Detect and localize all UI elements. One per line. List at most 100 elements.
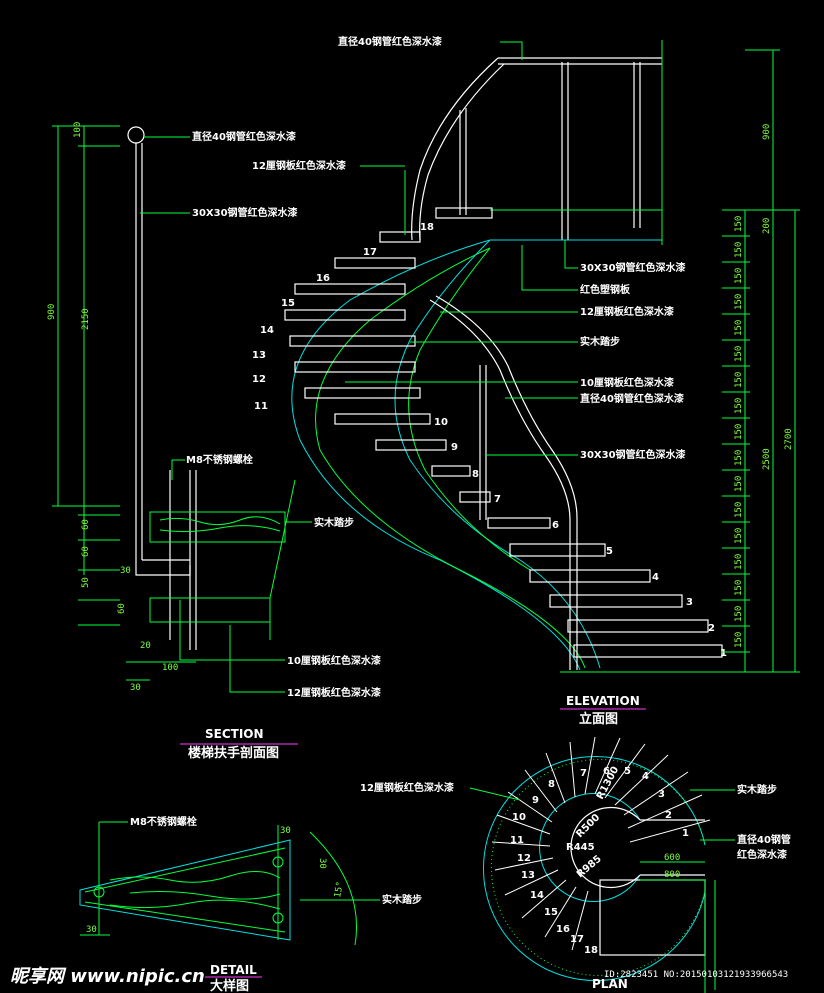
edim-7: 150 [734,372,744,388]
watermark-brand: 昵享网 www.nipic.cn [10,966,205,987]
edim-11: 150 [734,476,744,492]
elevation-view: 1 2 3 4 5 6 7 8 9 10 11 12 13 14 15 16 1… [252,35,800,727]
edim-18: 200 [762,218,772,234]
label-elev-pipe40: 直径40钢管红色深水漆 [580,392,684,405]
plan-num-3: 3 [658,789,665,800]
step-num-15: 15 [281,298,295,309]
label-elev-plate10: 10厘钢板红色深水漆 [580,376,674,389]
plan-num-6: 6 [603,766,610,777]
wood-step-lower [149,597,271,623]
label-plate10-section: 10厘钢板红色深水漆 [287,654,381,667]
dim-60b: 60 [81,546,91,557]
tread-2 [567,619,709,633]
dim-50: 50 [81,577,91,588]
edim-2500: 2500 [762,448,772,470]
dim-900: 900 [47,304,57,320]
edim-8: 150 [734,398,744,414]
dim-r500: R500 [574,812,602,840]
edim-15: 150 [734,580,744,596]
plan-num-11: 11 [510,835,524,846]
tread-13 [289,335,416,347]
tread-6 [487,517,551,529]
dim-30b: 30 [130,683,141,693]
label-elev-wood: 实木踏步 [580,335,620,348]
edim-3: 150 [734,268,744,284]
watermark-id: ID:2823451 NO:20150103121933966543 [604,970,788,980]
title-detail-en: DETAIL [210,963,257,977]
plan-num-14: 14 [530,890,544,901]
label-plan-wood: 实木踏步 [737,783,777,796]
tread-17 [379,231,421,243]
plan-num-17: 17 [570,934,584,945]
plan-num-16: 16 [556,924,570,935]
title-elevation-cn: 立面图 [579,711,618,727]
dim-r445: R445 [566,842,595,853]
title-elevation-en: ELEVATION [566,694,640,708]
edim-10: 150 [734,450,744,466]
title-section-cn: 楼梯扶手剖面图 [188,745,279,761]
edim-2: 150 [734,242,744,258]
dim-800: 800 [664,870,680,880]
plan-num-2: 2 [665,810,672,821]
detail-dim-30a: 30 [280,826,291,836]
title-section-en: SECTION [205,727,264,741]
dim-60c: 60 [117,603,127,614]
label-bolt: M8不锈钢螺栓 [186,453,253,466]
dim-20: 20 [140,641,151,651]
detail-dim-15deg: 15° [333,881,346,899]
step-num-1: 1 [720,648,727,659]
edim-13: 150 [734,528,744,544]
title-plan-en: PLAN [592,977,628,991]
label-plan-pipe-a: 直径40钢管 [737,833,791,846]
plan-num-1: 1 [682,828,689,839]
edim-12: 150 [734,502,744,518]
plan-num-8: 8 [548,779,555,790]
edim-5: 150 [734,320,744,336]
plan-num-15: 15 [544,907,558,918]
label-section-pipe: 直径40钢管红色深水漆 [192,130,296,143]
edim-16: 150 [734,606,744,622]
tread-14 [284,309,406,321]
tread-7 [459,491,491,503]
tread-10 [334,413,431,425]
plan-num-10: 10 [512,812,526,823]
dim-2150: 2150 [81,308,91,330]
plan-num-18: 18 [584,945,598,956]
label-tube30: 30X30钢管红色深水漆 [192,206,298,219]
step-num-5: 5 [606,546,613,557]
edim-17: 150 [734,632,744,648]
tread-15 [294,283,406,295]
label-elev-tube30: 30X30钢管红色深水漆 [580,261,686,274]
step-num-16: 16 [316,273,330,284]
tread-5 [509,543,606,557]
edim-2700: 2700 [784,428,794,450]
tread-3 [549,594,683,608]
plan-num-12: 12 [517,853,531,864]
label-top-pipe: 直径40钢管红色深水漆 [338,35,442,48]
step-num-12: 12 [252,374,266,385]
plan-outer-arc [483,756,706,981]
title-detail-cn: 大样图 [210,978,249,993]
plan-num-9: 9 [532,795,539,806]
section-view: 100 2150 900 60 60 50 60 30 20 100 30 直径… [47,122,381,761]
edim-1: 150 [734,216,744,232]
step-num-18: 18 [420,222,434,233]
tread-18 [435,207,493,219]
detail-dim-30b: 30 [317,858,327,869]
label-wood-section: 实木踏步 [314,516,354,529]
detail-view: M8不锈钢螺栓 30 30 15° 实木踏步 30 DETAIL 大样图 [79,815,422,993]
step-num-4: 4 [652,572,659,583]
tread-11 [304,387,421,399]
dim-30: 30 [120,566,131,576]
step-num-10: 10 [434,417,448,428]
step-num-6: 6 [552,520,559,531]
edim-6: 150 [734,346,744,362]
dim-600: 600 [664,853,680,863]
label-plan-plate12: 12厘钢板红色深水漆 [360,781,454,794]
label-plate12-top: 12厘钢板红色深水漆 [252,159,346,172]
step-num-14: 14 [260,325,274,336]
step-num-8: 8 [472,469,479,480]
plan-num-5: 5 [624,766,631,777]
detail-dim-30c: 30 [86,925,97,935]
